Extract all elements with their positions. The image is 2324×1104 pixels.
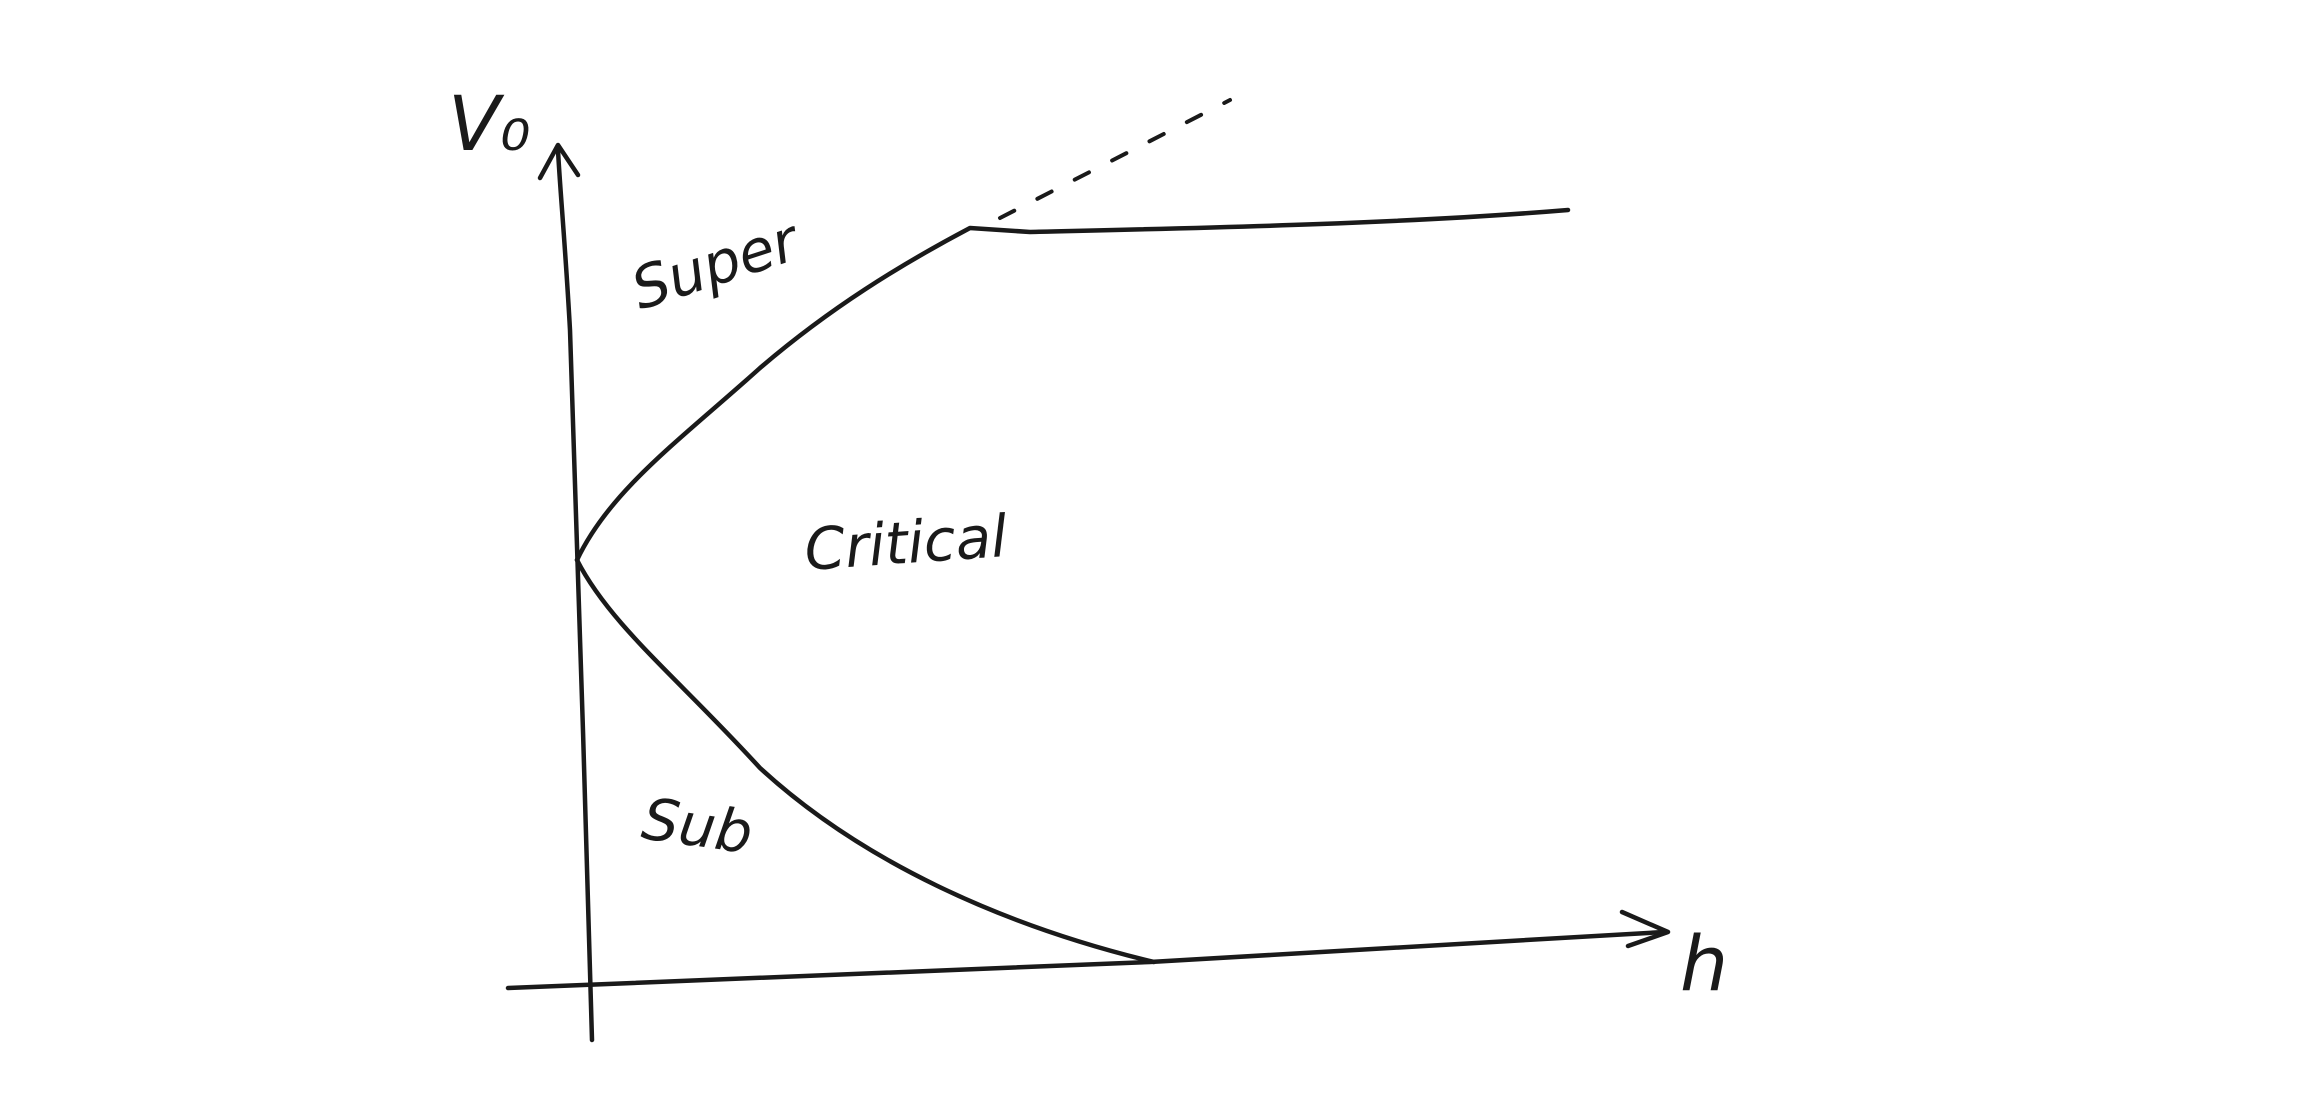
region-label-super: Super — [623, 205, 809, 323]
y-axis-arrowhead — [537, 142, 581, 181]
y-axis — [555, 147, 595, 1043]
y-axis-label: V₀ — [448, 79, 530, 168]
upper-boundary-curve — [574, 207, 1571, 563]
x-axis-label: h — [1680, 919, 1728, 1008]
dashed-extension — [998, 98, 1232, 220]
x-axis — [505, 929, 1667, 991]
region-label-sub: Sub — [638, 785, 757, 868]
lower-boundary-curve — [574, 557, 1157, 965]
region-label-critical: Critical — [802, 502, 1009, 584]
x-axis-arrowhead — [1619, 909, 1671, 949]
